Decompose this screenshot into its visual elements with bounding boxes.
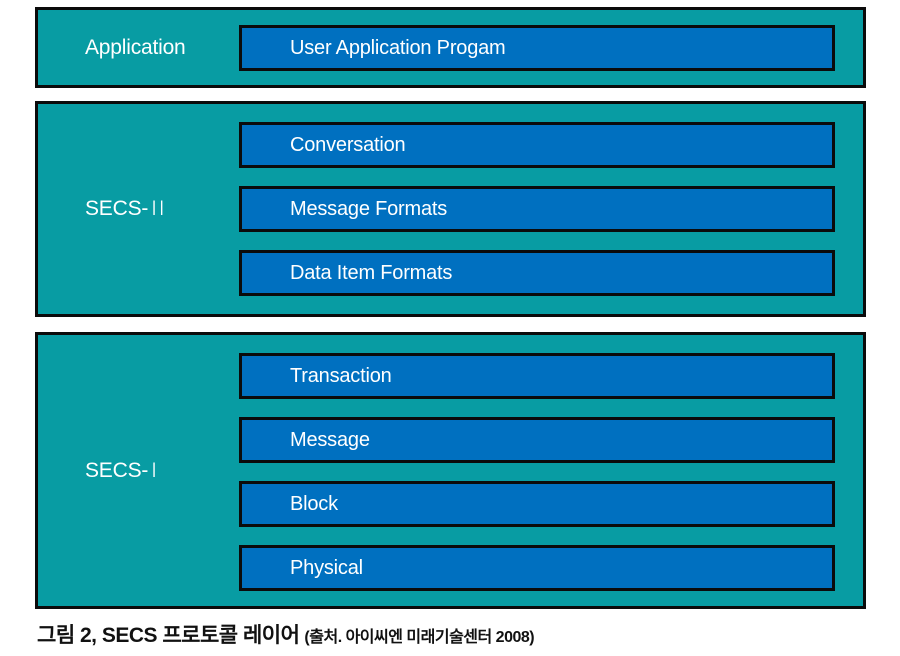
figure-caption-title: 그림 2, SECS 프로토콜 레이어 (37, 624, 300, 647)
figure-caption: 그림 2, SECS 프로토콜 레이어(출처. 아이씨엔 미래기술센터 2008… (37, 619, 535, 649)
layer-row-message: Message (239, 417, 835, 463)
layer-label-application: Application (38, 10, 239, 85)
layer-row-label: Transaction (290, 364, 392, 387)
layer-row-data-item-formats: Data Item Formats (239, 250, 835, 296)
layer-label-secs2: SECS-II (38, 104, 239, 314)
layer-row-physical: Physical (239, 545, 835, 591)
layer-label-text: SECS- (85, 197, 149, 220)
layer-row-block: Block (239, 481, 835, 527)
layer-row-label: Block (290, 492, 338, 515)
layer-row-label: Conversation (290, 133, 406, 156)
layer-label-secs1: SECS-I (38, 335, 239, 606)
layer-row-label: Message (290, 428, 370, 451)
figure-caption-source: (출처. 아이씨엔 미래기술센터 2008) (304, 629, 535, 646)
layer-box-application: Application User Application Progam (35, 7, 866, 88)
layer-row-user-application-program: User Application Progam (239, 25, 835, 71)
layer-row-label: Physical (290, 556, 363, 579)
layer-row-label: Message Formats (290, 197, 448, 220)
layer-label-text: Application (85, 35, 186, 59)
layer-row-label: Data Item Formats (290, 261, 453, 284)
layer-stack-secs2: Conversation Message Formats Data Item F… (239, 104, 863, 314)
layer-row-label: User Application Progam (290, 36, 506, 59)
layer-label-text: SECS- (85, 458, 149, 482)
layer-box-secs1: SECS-I Transaction Message Block Physica… (35, 332, 866, 609)
layer-row-conversation: Conversation (239, 122, 835, 168)
layer-stack-secs1: Transaction Message Block Physical (239, 335, 863, 606)
layer-row-message-formats: Message Formats (239, 186, 835, 232)
layer-box-secs2: SECS-II Conversation Message Formats Dat… (35, 101, 866, 317)
layer-label-numeral: II (152, 197, 168, 220)
layer-row-transaction: Transaction (239, 353, 835, 399)
layer-label-numeral: I (152, 458, 160, 482)
layer-stack-application: User Application Progam (239, 10, 863, 85)
